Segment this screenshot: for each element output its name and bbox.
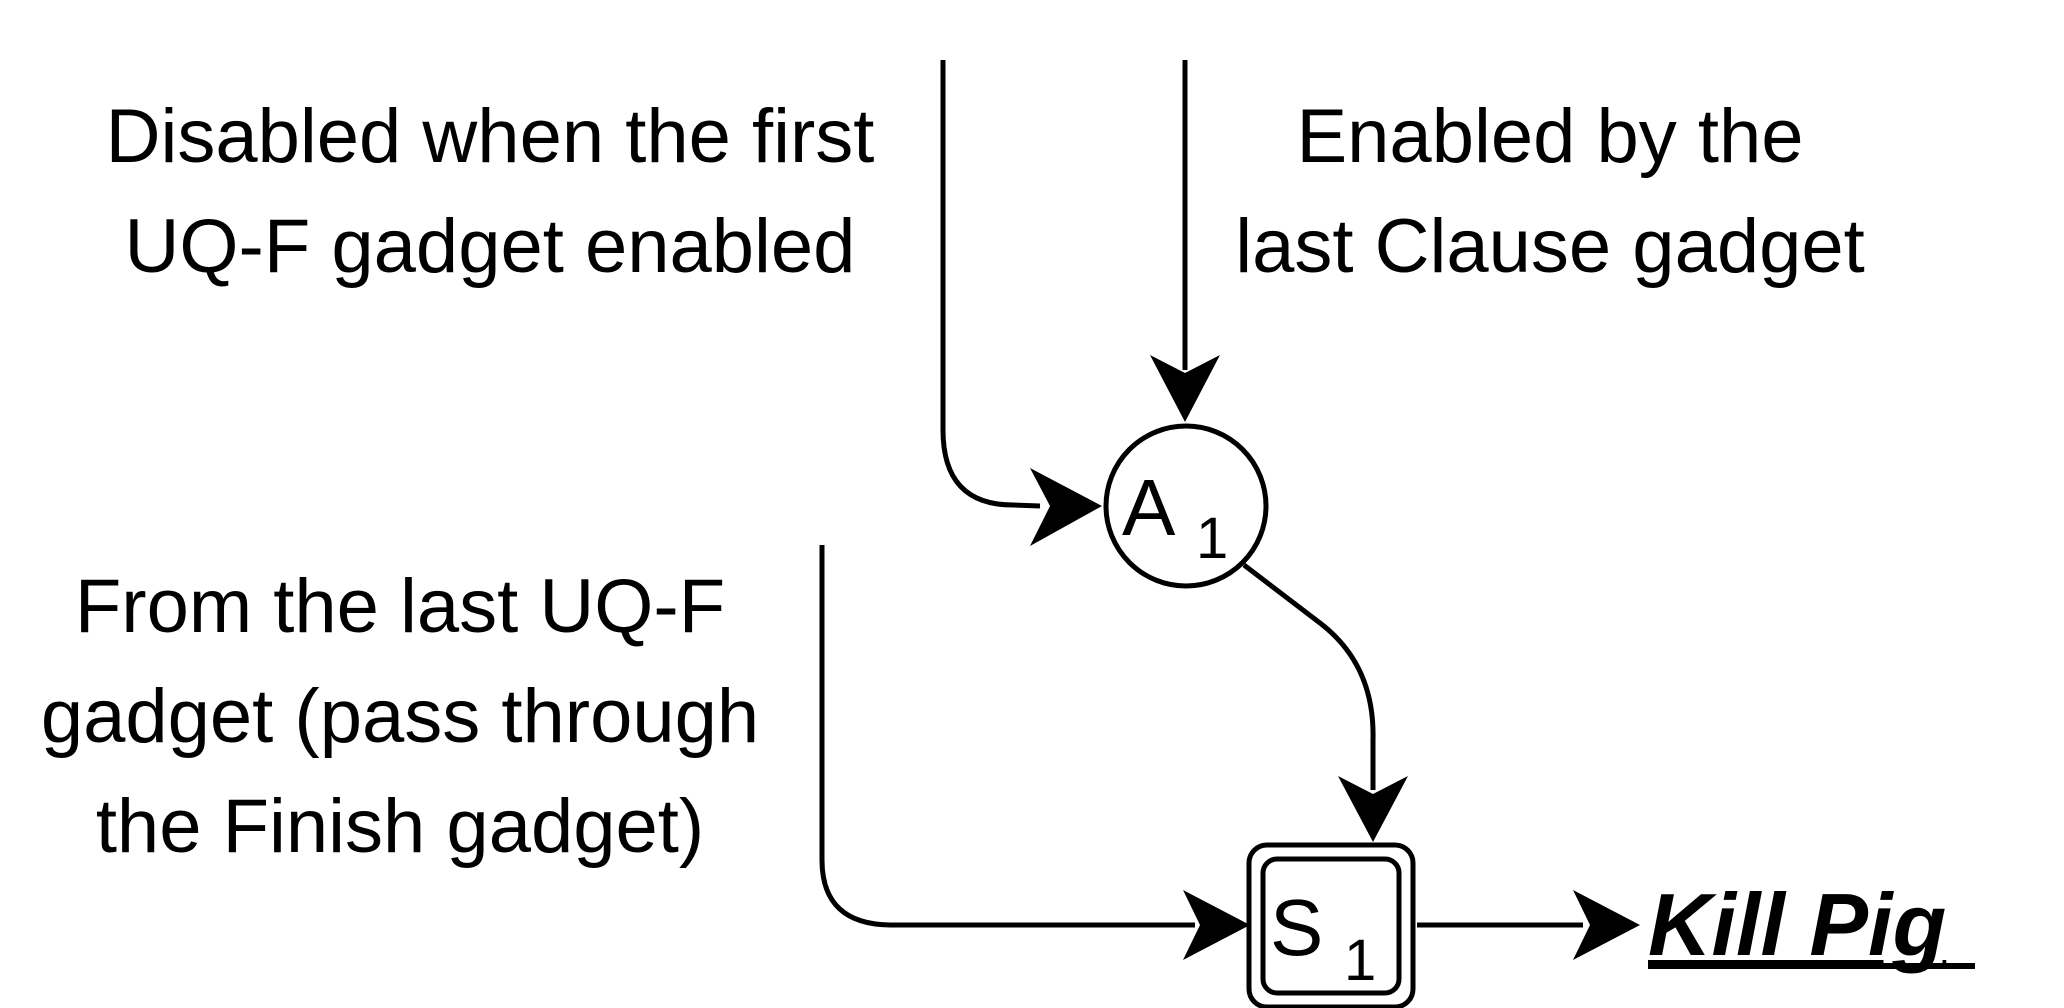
node-s1: S 1 [1246, 842, 1416, 1008]
label-from-line1: From the last UQ-F [75, 564, 725, 649]
label-from-line3: the Finish gadget) [96, 784, 704, 869]
label-from-line2: gadget (pass through [41, 674, 759, 759]
target-kill-pig: Kill Pig [1648, 875, 1946, 974]
label-enabled-line2: last Clause gadget [1235, 204, 1865, 289]
node-s1-letter: S [1270, 883, 1323, 972]
arrowhead-enabled-to-a1 [1150, 355, 1220, 422]
arrowhead-from-to-s1 [1183, 890, 1250, 960]
label-enabled-line1: Enabled by the [1296, 94, 1803, 179]
label-disabled-line2: UQ-F gadget enabled [125, 204, 856, 289]
node-s1-inner-border [1260, 856, 1402, 996]
edge-a1-to-s1 [1242, 563, 1376, 790]
node-a1: A 1 [1103, 423, 1269, 589]
arrowhead-s1-to-target [1573, 890, 1640, 960]
node-a1-circle [1103, 423, 1269, 589]
node-a1-letter: A [1122, 463, 1176, 552]
arrowhead-disabled-to-a1 [1030, 468, 1102, 546]
node-s1-subscript: 1 [1344, 928, 1376, 993]
edge-from-to-s1 [819, 545, 1195, 928]
node-a1-subscript: 1 [1196, 506, 1228, 571]
label-disabled-line1: Disabled when the first [106, 94, 875, 179]
edge-disabled-to-a1 [940, 60, 1041, 509]
arrowhead-a1-to-s1 [1338, 776, 1408, 842]
